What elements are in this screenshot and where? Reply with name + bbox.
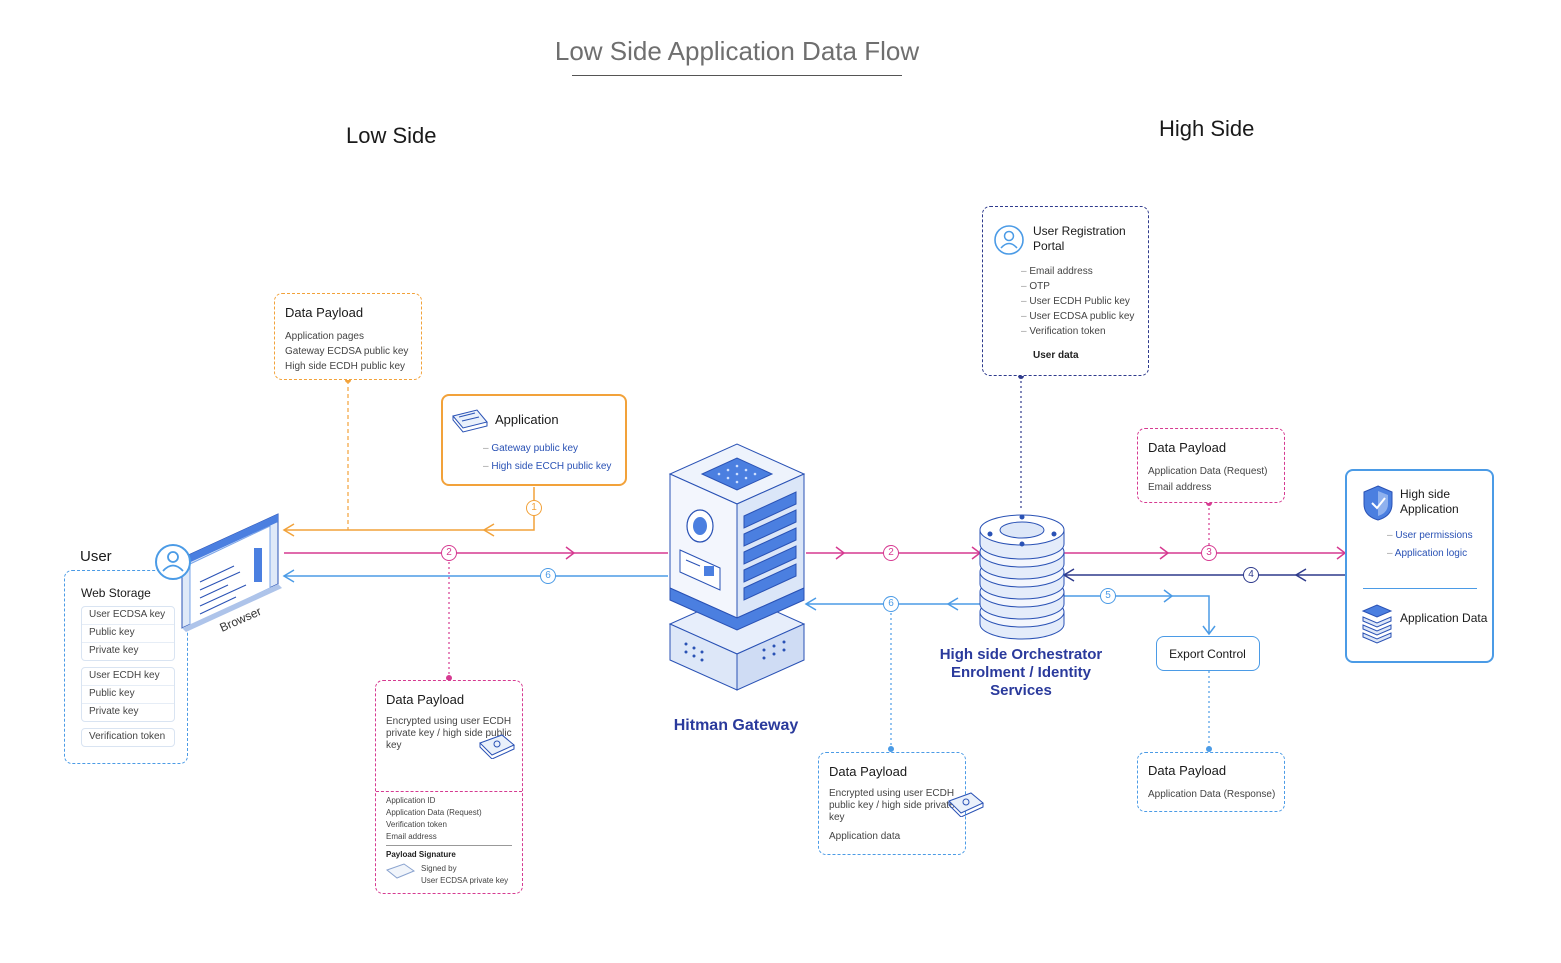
step-marker-1: 1 [526,500,542,516]
page-title: Low Side Application Data Flow [554,36,920,66]
database-stack-icon [1361,604,1393,644]
ecdsa-key-group: User ECDSA key Public key Private key [81,606,175,661]
ecdh-key-item: Public key [82,686,174,704]
signature-icon [386,863,416,879]
payload-right-top-title: Data Payload [1148,440,1227,455]
user-label: User [80,548,112,565]
high-app-title: High side Application [1400,487,1459,516]
step-marker-7: 4 [1243,567,1259,583]
application-data-title: Application Data [1400,611,1488,625]
registration-item: User ECDSA public key [1021,309,1134,324]
ecdsa-key-item: User ECDSA key [82,607,174,625]
payload-top-item: High side ECDH public key [285,361,406,372]
payload-right-top-item: Application Data (Request) [1148,466,1268,477]
orchestrator-label-line1: High side Orchestrator [939,646,1103,663]
ecdh-key-item: Private key [89,706,139,717]
application-box: Application Gateway public key High side… [441,394,627,486]
step-marker-6: 3 [1201,545,1217,561]
application-card-icon [452,409,488,433]
registration-item: User ECDH Public key [1021,294,1134,309]
lock-card-icon [948,792,984,817]
high-side-application-box: High side Application User permissions A… [1345,469,1494,663]
payload-top-box: Data Payload Application pages Gateway E… [274,293,422,380]
application-item: High side ECCH public key [483,458,611,476]
step-marker-8: 5 [1100,588,1116,604]
high-app-item: Application logic [1387,545,1473,563]
registration-portal-box: User Registration Portal Email address O… [982,206,1149,376]
application-item: Gateway public key [483,440,611,458]
ecdh-key-item: User ECDH key [82,668,174,686]
payload-right-top-item: Email address [1148,482,1212,493]
step-marker-5: 6 [883,596,899,612]
registration-item: Verification token [1021,324,1134,339]
browser-illustration: Browser [155,513,282,635]
step-marker-4: 2 [883,545,899,561]
user-icon [994,225,1024,255]
web-storage-title: Web Storage [81,586,151,600]
payload-signature-title: Payload Signature [386,850,456,859]
payload-left-bottom-title: Data Payload [386,692,465,707]
token-group: Verification token [81,728,175,747]
export-control-label: Export Control [1169,647,1246,661]
registration-footer: User data [1033,350,1079,361]
payload-left-bottom-item: Application ID [386,796,436,805]
lock-card-icon [479,734,515,759]
registration-title: User Registration Portal [1033,224,1126,253]
step-marker-3: 6 [540,568,556,584]
payload-right-bottom-item: Application Data (Response) [1148,789,1276,800]
step-marker-2: 2 [441,545,457,561]
signed-by-label: Signed by [421,864,457,873]
web-storage-box: Web Storage User ECDSA key Public key Pr… [64,570,188,764]
registration-item: Email address [1021,264,1134,279]
orchestrator-label-line3: Services [990,682,1052,699]
payload-left-bottom-item: Application Data (Request) [386,808,482,817]
orchestrator-label-line2: Enrolment / Identity [950,664,1091,681]
shield-icon [1363,485,1393,521]
payload-mid-bottom-box: Data Payload Encrypted using user ECDH p… [818,752,984,855]
high-side-heading: High Side [1159,116,1255,141]
low-side-heading: Low Side [346,123,437,148]
payload-left-bottom-item: Email address [386,832,437,841]
gateway-server-illustration [668,443,806,691]
application-title: Application [495,412,559,427]
title-underline [572,75,902,76]
ecdsa-key-item: Public key [82,625,174,643]
registration-item: OTP [1021,279,1134,294]
payload-left-bottom-item: Verification token [386,820,447,829]
payload-mid-bottom-encrypted: Encrypted using user ECDH public key / h… [829,788,955,823]
payload-right-top-box: Data Payload Application Data (Request) … [1137,428,1285,503]
verification-token-item: Verification token [89,731,166,742]
payload-top-title: Data Payload [285,305,364,320]
payload-right-bottom-box: Data Payload Application Data (Response) [1137,752,1285,812]
gateway-label: Hitman Gateway [673,717,799,734]
signed-by-key: User ECDSA private key [421,876,509,885]
ecdsa-key-item: Private key [89,645,139,656]
orchestrator-database-illustration [979,514,1065,640]
payload-right-bottom-title: Data Payload [1148,763,1227,778]
ecdh-key-group: User ECDH key Public key Private key [81,667,175,722]
payload-left-bottom-box: Data Payload Encrypted using user ECDH p… [375,680,523,894]
payload-left-bottom-encrypted: Encrypted using user ECDH private key / … [386,716,512,751]
payload-mid-bottom-title: Data Payload [829,764,908,779]
payload-mid-bottom-item: Application data [829,831,901,842]
payload-top-item: Gateway ECDSA public key [285,346,409,357]
export-control-box: Export Control [1156,636,1260,671]
payload-top-item: Application pages [285,331,364,342]
orchestrator-label: High side Orchestrator Enrolment / Ident… [916,646,1126,700]
high-app-item: User permissions [1387,527,1472,545]
